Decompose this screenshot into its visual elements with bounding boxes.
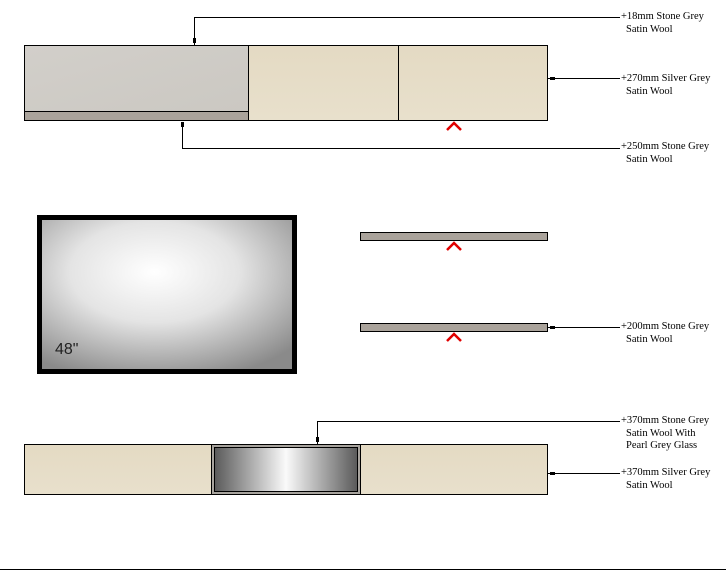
callout-text: Satin Wool [626, 153, 673, 165]
floating-shelves [360, 232, 548, 342]
tv-screen [37, 215, 297, 374]
tv-size-label: 48" [55, 341, 79, 358]
bottom-unit [24, 444, 548, 495]
callout-text: Pearl Grey Glass [626, 440, 698, 451]
callout-text: +270mm Silver Grey [621, 73, 711, 84]
callout-text: +370mm Silver Grey [621, 467, 711, 478]
callout-text: +250mm Stone Grey [621, 141, 710, 152]
callout-text: +18mm Stone Grey [621, 11, 704, 22]
callout-text: +200mm Stone Grey [621, 321, 710, 332]
callout-text: Satin Wool [626, 23, 673, 35]
callout-text: Satin Wool [626, 479, 673, 491]
callout-text: +370mm Stone Grey [621, 415, 710, 426]
top-wall-unit [24, 45, 548, 131]
callout-text: Satin Wool [626, 85, 673, 97]
callout-text: Satin Wool [626, 333, 673, 345]
callout-text: Satin Wool With [626, 427, 696, 439]
